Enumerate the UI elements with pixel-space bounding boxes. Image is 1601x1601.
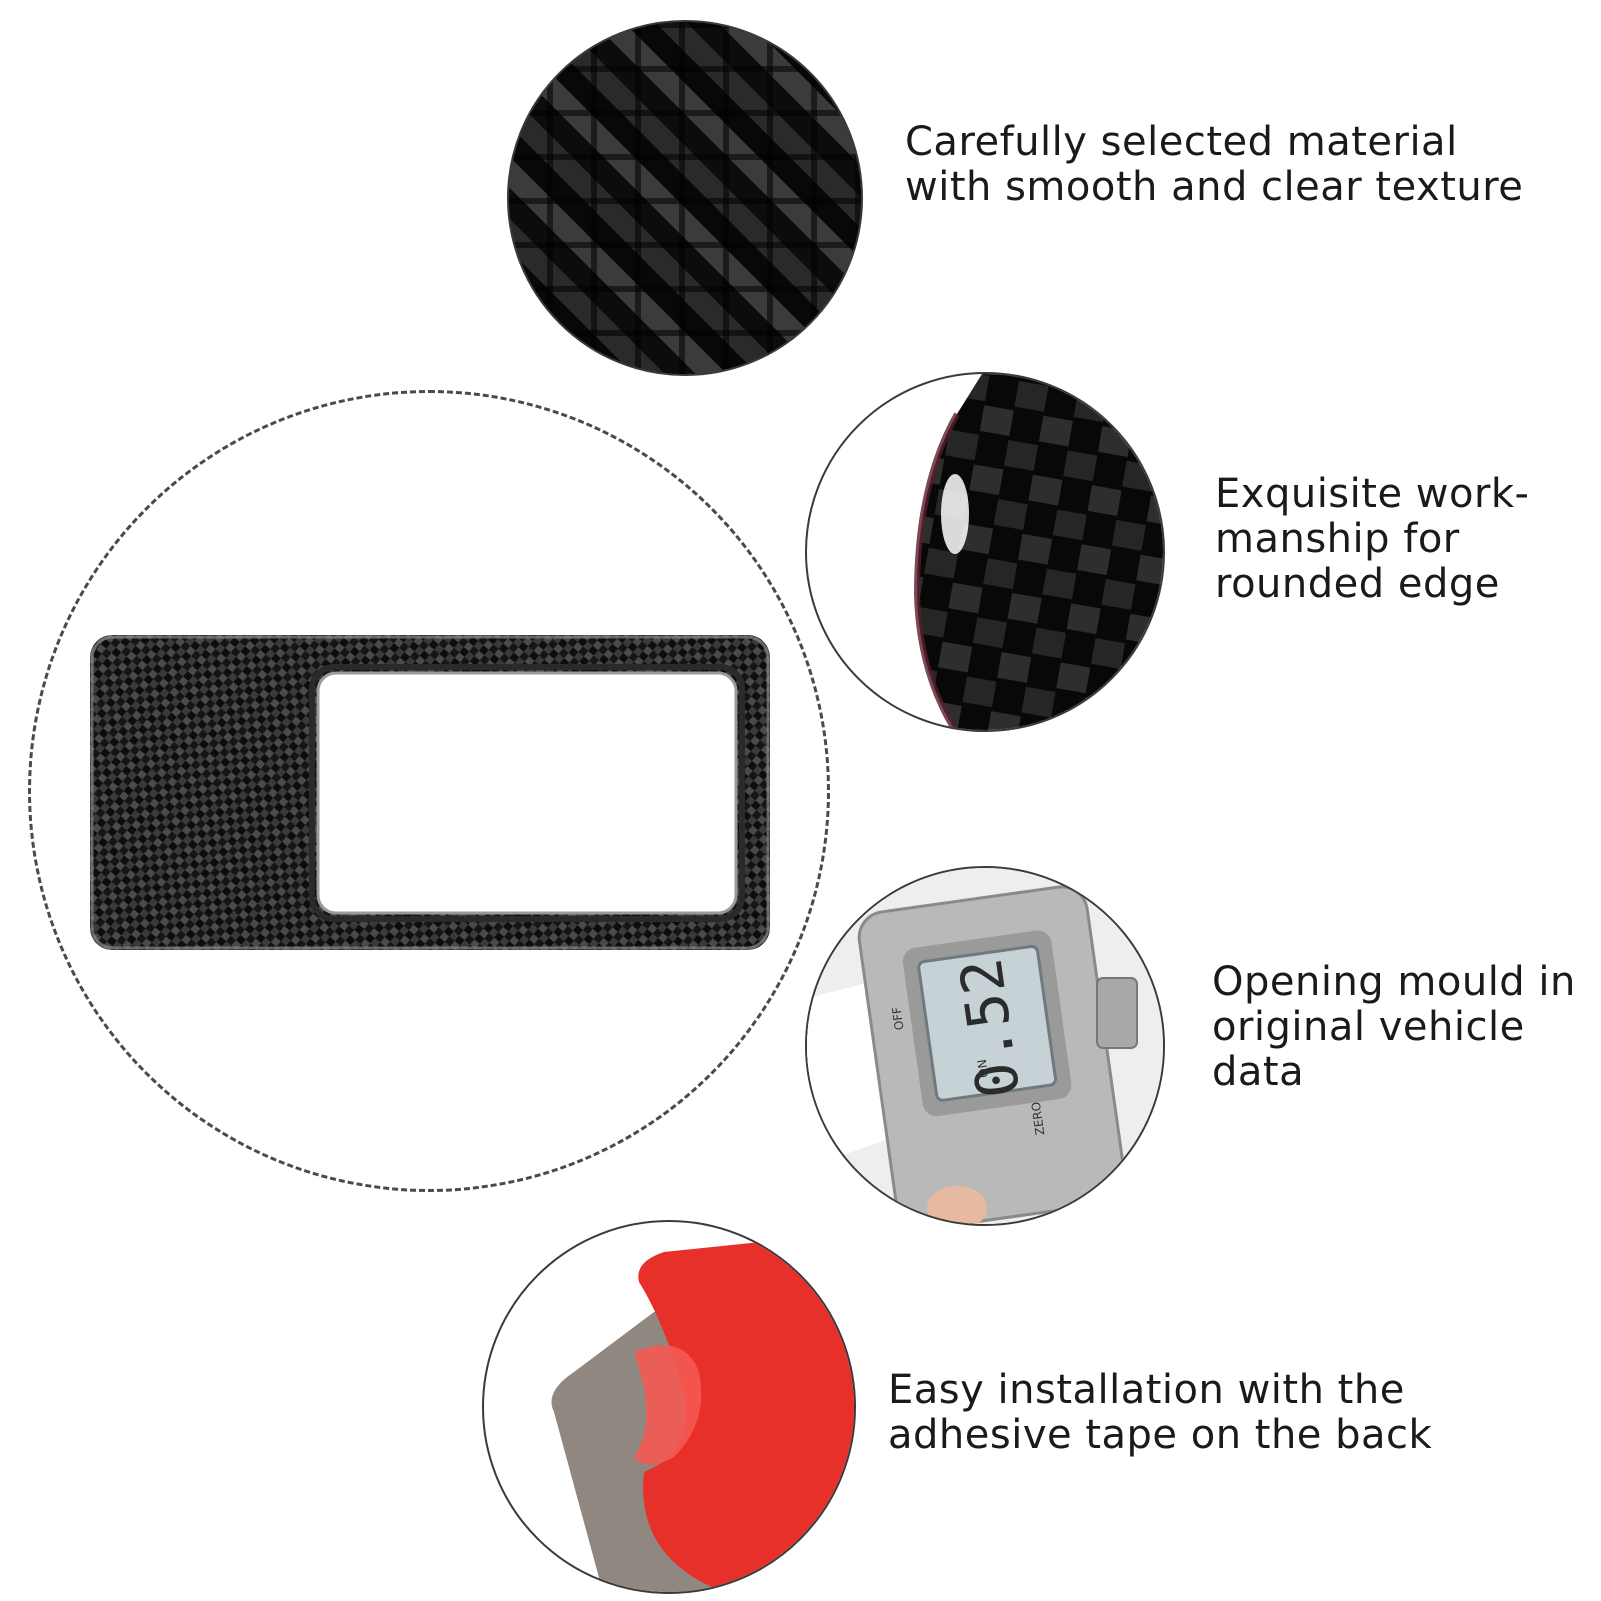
feature-mould-line-2: original vehicle	[1212, 1004, 1525, 1050]
caliper-label-off: OFF	[889, 1006, 906, 1031]
feature-tape-text: Easy installation with the adhesive tape…	[888, 1368, 1432, 1458]
carbon-fiber-frame-trim-icon	[90, 635, 770, 950]
carbon-weave-closeup-icon	[507, 20, 863, 376]
feature-tape-line-2: adhesive tape on the back	[888, 1412, 1433, 1458]
feature-tape-line-1: Easy installation with the	[888, 1367, 1405, 1413]
rounded-edge-closeup-icon	[805, 372, 1165, 732]
digital-caliper-icon: 0.52 OFF ON ZERO	[805, 866, 1165, 1226]
feature-edge-line-2: manship for	[1215, 516, 1460, 562]
adhesive-tape-peel-icon	[482, 1220, 856, 1594]
product-dashed-ring	[28, 390, 830, 1192]
feature-material-line-1: Carefully selected material	[905, 119, 1458, 165]
feature-material-text: Carefully selected material with smooth …	[905, 120, 1523, 210]
feature-edge-line-3: rounded edge	[1215, 561, 1500, 607]
feature-mould-line-3: data	[1212, 1049, 1305, 1095]
caliper-label-zero: ZERO	[1029, 1101, 1048, 1136]
feature-edge-line-1: Exquisite work-	[1215, 471, 1530, 517]
feature-edge-text: Exquisite work- manship for rounded edge	[1215, 472, 1530, 607]
feature-material-line-2: with smooth and clear texture	[905, 164, 1524, 210]
caliper-label-on: ON	[975, 1058, 991, 1078]
feature-mould-text: Opening mould in original vehicle data	[1212, 960, 1576, 1095]
feature-mould-line-1: Opening mould in	[1212, 959, 1576, 1005]
